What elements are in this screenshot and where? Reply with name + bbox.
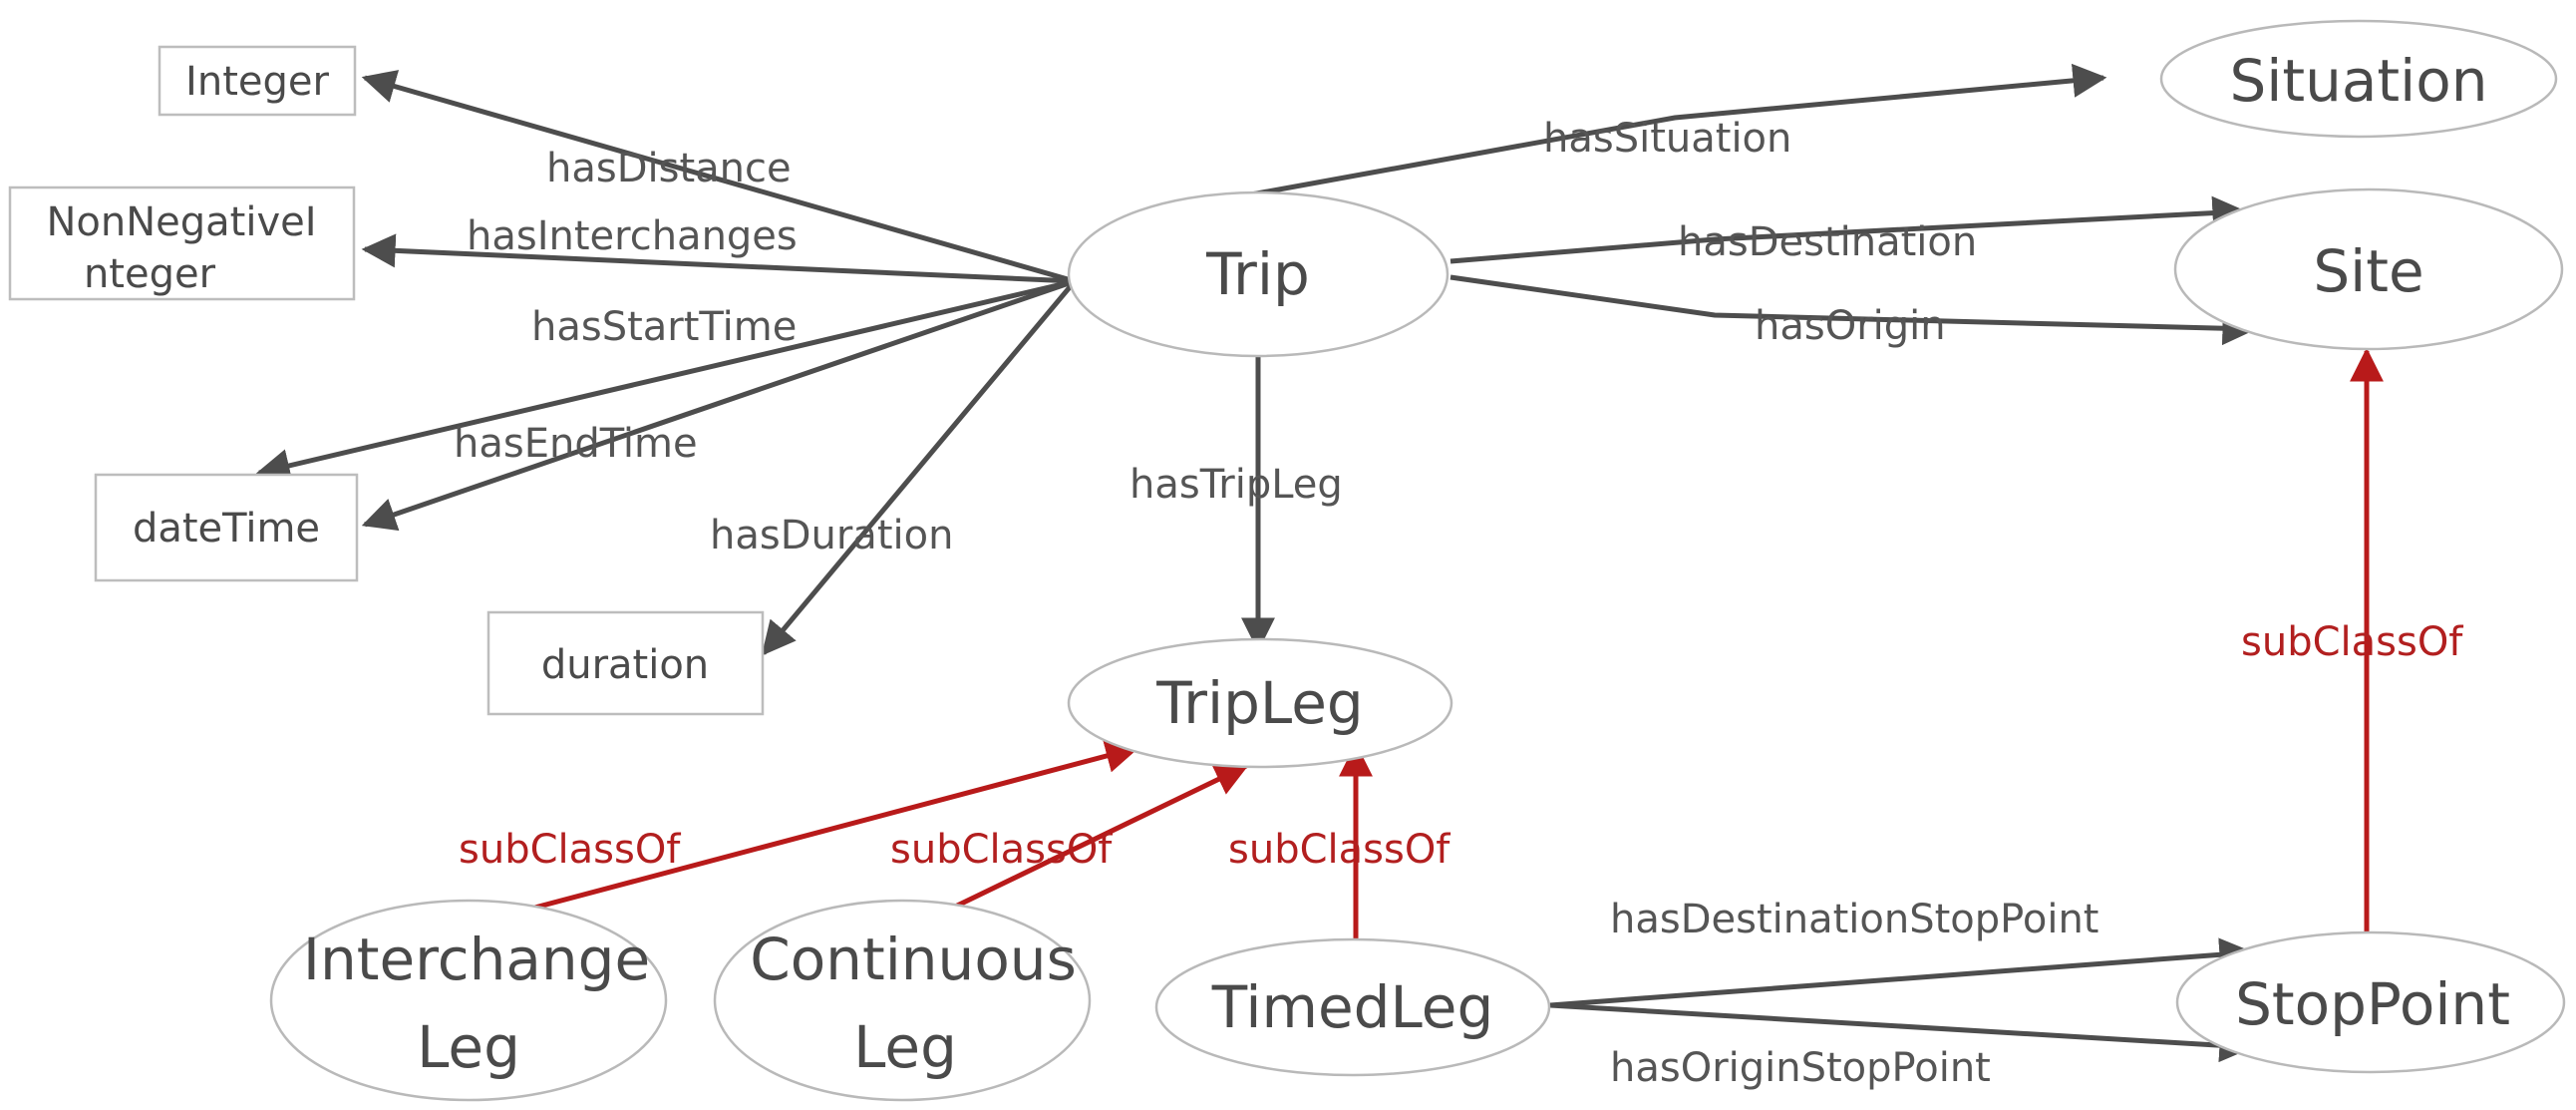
node-situation-label: Situation xyxy=(2229,47,2487,115)
node-interchange-leg: Interchange Leg xyxy=(269,899,668,1102)
label-hasStartTime: hasStartTime xyxy=(531,304,797,350)
label-hasSituation: hasSituation xyxy=(1543,116,1791,162)
edge-subclass-interchange xyxy=(478,739,1140,925)
node-trip: Trip xyxy=(1067,190,1449,358)
node-timed-leg-label: TimedLeg xyxy=(1211,973,1494,1041)
datatype-duration: duration xyxy=(486,610,765,716)
label-hasInterchanges: hasInterchanges xyxy=(467,213,798,259)
label-hasDestination: hasDestination xyxy=(1678,219,1977,265)
label-hasOriginStopPoint: hasOriginStopPoint xyxy=(1610,1045,1991,1091)
node-tripleg: TripLeg xyxy=(1067,637,1453,769)
label-subclass-continuous: subClassOf xyxy=(890,827,1113,873)
edge-hasEndTime xyxy=(361,278,1076,532)
edge-hasDuration xyxy=(761,279,1077,656)
datatype-datetime-label: dateTime xyxy=(133,506,320,552)
edge-hasOrigin xyxy=(1449,274,2257,346)
edge-hasSituation xyxy=(1250,63,2107,197)
datatype-duration-label: duration xyxy=(541,642,709,688)
node-site: Site xyxy=(2173,187,2564,351)
edge-subclass-continuous xyxy=(920,763,1250,925)
label-subclass-timed: subClassOf xyxy=(1228,827,1450,873)
datatype-integer: Integer xyxy=(158,45,357,117)
label-subclass-stoppoint: subClassOf xyxy=(2241,619,2463,665)
label-subclass-interchange: subClassOf xyxy=(459,827,681,873)
node-tripleg-label: TripLeg xyxy=(1155,669,1363,737)
node-site-label: Site xyxy=(2313,237,2423,305)
label-hasEndTime: hasEndTime xyxy=(454,421,698,467)
node-stoppoint: StopPoint xyxy=(2175,930,2566,1074)
node-trip-label: Trip xyxy=(1205,240,1310,308)
edge-hasOriginStopPoint xyxy=(1549,1002,2254,1063)
node-interchange-leg-line2: Leg xyxy=(417,1013,520,1081)
datatype-nonnegativeinteger: NonNegativeI nteger xyxy=(8,185,356,301)
datatype-nonnegative-line2: nteger xyxy=(84,251,216,297)
node-continuous-leg-line1: Continuous xyxy=(750,925,1077,993)
label-hasOrigin: hasOrigin xyxy=(1755,303,1946,349)
edge-hasStartTime xyxy=(255,278,1076,483)
edge-hasDestinationStopPoint xyxy=(1549,937,2254,1008)
node-timed-leg: TimedLeg xyxy=(1154,937,1551,1077)
datatype-nonnegative-line1: NonNegativeI xyxy=(46,199,316,245)
node-interchange-leg-line1: Interchange xyxy=(303,925,650,993)
label-hasDuration: hasDuration xyxy=(710,513,953,558)
node-continuous-leg: Continuous Leg xyxy=(713,899,1092,1102)
label-hasTripLeg: hasTripLeg xyxy=(1129,462,1343,508)
node-situation: Situation xyxy=(2159,19,2558,139)
datatype-datetime: dateTime xyxy=(94,473,359,582)
label-hasDistance: hasDistance xyxy=(546,146,792,191)
label-hasDestinationStopPoint: hasDestinationStopPoint xyxy=(1610,897,2099,942)
edge-hasDestination xyxy=(1449,195,2247,264)
edge-hasDistance xyxy=(361,70,1076,284)
node-continuous-leg-line2: Leg xyxy=(853,1013,957,1081)
edge-hasInterchanges xyxy=(361,233,1076,284)
node-stoppoint-label: StopPoint xyxy=(2235,970,2510,1038)
datatype-integer-label: Integer xyxy=(185,59,329,105)
